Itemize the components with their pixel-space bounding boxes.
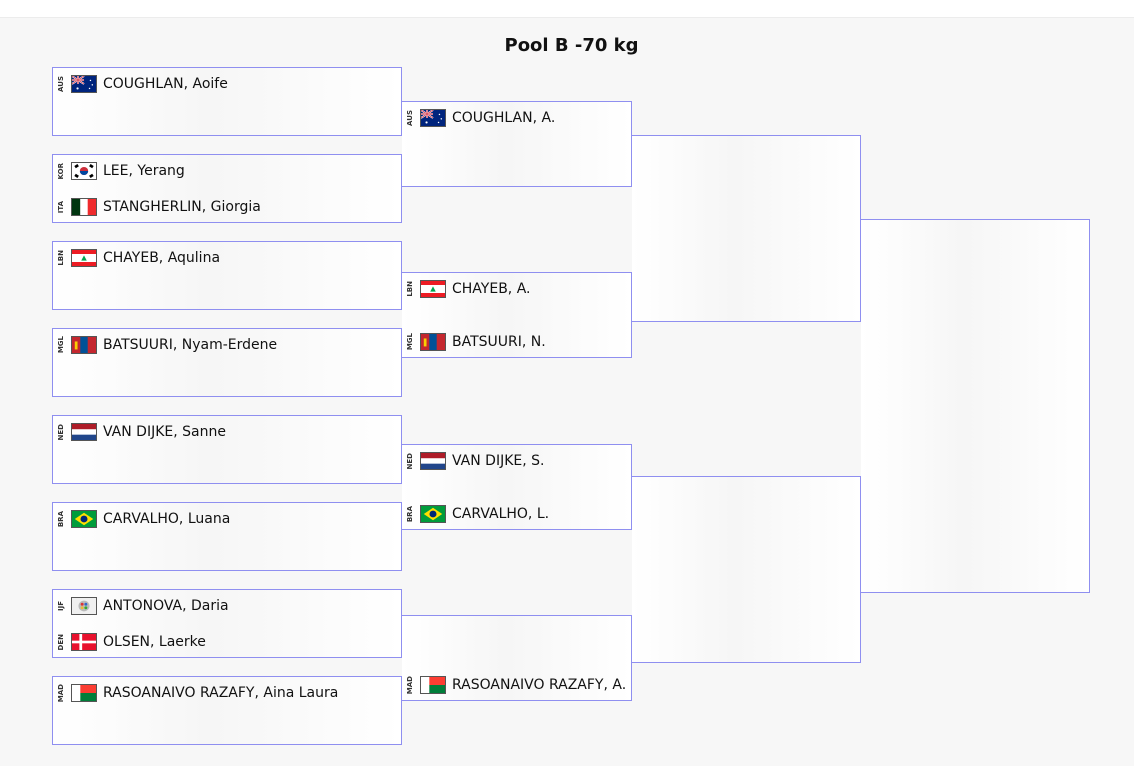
athlete-entry[interactable]: AUS COUGHLAN, Aoife xyxy=(57,73,228,95)
athlete-entry[interactable]: AUS COUGHLAN, A. xyxy=(406,107,555,129)
pool-title: Pool B -70 kg xyxy=(504,35,639,56)
country-code: LBN xyxy=(57,250,65,266)
athlete-name: STANGHERLIN, Giorgia xyxy=(103,199,261,215)
athlete-name: RASOANAIVO RAZAFY, A. xyxy=(452,677,627,693)
round-1-match-4[interactable]: MGL BATSUURI, Nyam-Erdene xyxy=(52,328,402,397)
round-1-match-1[interactable]: AUS COUGHLAN, Aoife xyxy=(52,67,402,136)
top-band xyxy=(0,0,1134,18)
round-1-match-3[interactable]: LBN CHAYEB, Aqulina xyxy=(52,241,402,310)
athlete-entry[interactable]: ITA STANGHERLIN, Giorgia xyxy=(57,196,261,218)
round-1-match-6[interactable]: BRA CARVALHO, Luana xyxy=(52,502,402,571)
athlete-name: ANTONOVA, Daria xyxy=(103,598,229,614)
aus-flag-icon xyxy=(420,109,446,127)
aus-flag-icon xyxy=(71,75,97,93)
country-code: ITA xyxy=(57,200,65,214)
athlete-name: CARVALHO, Luana xyxy=(103,511,231,527)
country-code: MGL xyxy=(57,336,65,354)
athlete-name: COUGHLAN, Aoife xyxy=(103,76,228,92)
round-1-match-8[interactable]: MAD RASOANAIVO RAZAFY, Aina Laura xyxy=(52,676,402,745)
athlete-entry[interactable]: NED VAN DIJKE, S. xyxy=(406,450,544,472)
country-code: MAD xyxy=(57,683,65,703)
country-code: BRA xyxy=(406,505,414,523)
round-3-match-1[interactable] xyxy=(632,135,861,322)
athlete-entry[interactable]: IJF ANTONOVA, Daria xyxy=(57,595,229,617)
athlete-name: VAN DIJKE, S. xyxy=(452,453,545,469)
athlete-name: COUGHLAN, A. xyxy=(452,110,556,126)
lbn-flag-icon xyxy=(71,249,97,267)
athlete-name: BATSUURI, Nyam-Erdene xyxy=(103,337,278,353)
mgl-flag-icon xyxy=(420,333,446,351)
kor-flag-icon xyxy=(71,162,97,180)
athlete-entry[interactable]: KOR LEE, Yerang xyxy=(57,160,185,182)
country-code: KOR xyxy=(57,162,65,180)
country-code: NED xyxy=(57,423,65,441)
mgl-flag-icon xyxy=(71,336,97,354)
athlete-name: CHAYEB, A. xyxy=(452,281,531,297)
athlete-name: OLSEN, Laerke xyxy=(103,634,206,650)
den-flag-icon xyxy=(71,633,97,651)
ned-flag-icon xyxy=(71,423,97,441)
ita-flag-icon xyxy=(71,198,97,216)
country-code: MGL xyxy=(406,333,414,351)
athlete-entry[interactable]: NED VAN DIJKE, Sanne xyxy=(57,421,226,443)
bra-flag-icon xyxy=(420,505,446,523)
round-2-match-3[interactable]: NED VAN DIJKE, S. BRA CARVALHO, L. xyxy=(402,444,632,530)
country-code: MAD xyxy=(406,675,414,695)
round-4-match-1[interactable] xyxy=(861,219,1090,593)
mad-flag-icon xyxy=(71,684,97,702)
lbn-flag-icon xyxy=(420,280,446,298)
country-code: DEN xyxy=(57,633,65,651)
round-2-match-2[interactable]: LBN CHAYEB, A. MGL BATSUURI, N. xyxy=(402,272,632,358)
athlete-entry[interactable]: LBN CHAYEB, A. xyxy=(406,278,530,300)
country-code: LBN xyxy=(406,281,414,297)
country-code: IJF xyxy=(57,601,65,611)
athlete-entry[interactable]: BRA CARVALHO, Luana xyxy=(57,508,230,530)
athlete-name: CARVALHO, L. xyxy=(452,506,550,522)
athlete-entry[interactable]: BRA CARVALHO, L. xyxy=(406,503,549,525)
ned-flag-icon xyxy=(420,452,446,470)
country-code: NED xyxy=(406,452,414,470)
athlete-entry[interactable]: MGL BATSUURI, N. xyxy=(406,331,546,353)
country-code: AUS xyxy=(406,110,414,126)
athlete-name: RASOANAIVO RAZAFY, Aina Laura xyxy=(103,685,339,701)
mad-flag-icon xyxy=(420,676,446,694)
athlete-entry[interactable]: MGL BATSUURI, Nyam-Erdene xyxy=(57,334,277,356)
athlete-entry[interactable]: MAD RASOANAIVO RAZAFY, A. xyxy=(406,674,626,696)
athlete-name: CHAYEB, Aqulina xyxy=(103,250,221,266)
round-1-match-5[interactable]: NED VAN DIJKE, Sanne xyxy=(52,415,402,484)
round-2-match-4[interactable]: MAD RASOANAIVO RAZAFY, A. xyxy=(402,615,632,701)
bra-flag-icon xyxy=(71,510,97,528)
round-3-match-2[interactable] xyxy=(632,476,861,663)
country-code: AUS xyxy=(57,76,65,92)
athlete-entry[interactable]: MAD RASOANAIVO RAZAFY, Aina Laura xyxy=(57,682,338,704)
athlete-entry[interactable]: LBN CHAYEB, Aqulina xyxy=(57,247,220,269)
athlete-name: BATSUURI, N. xyxy=(452,334,546,350)
athlete-name: LEE, Yerang xyxy=(103,163,185,179)
round-2-match-1[interactable]: AUS COUGHLAN, A. xyxy=(402,101,632,187)
country-code: BRA xyxy=(57,510,65,528)
athlete-entry[interactable]: DEN OLSEN, Laerke xyxy=(57,631,206,653)
ijf-flag-icon xyxy=(71,597,97,615)
athlete-name: VAN DIJKE, Sanne xyxy=(103,424,226,440)
